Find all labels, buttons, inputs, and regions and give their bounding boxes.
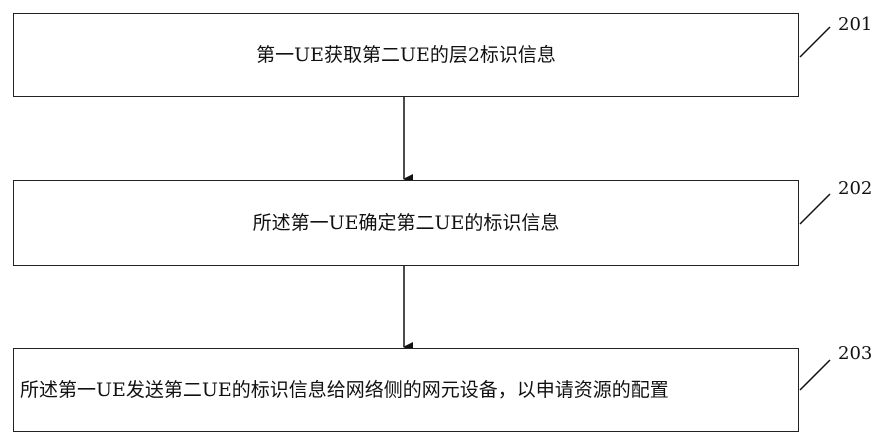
step-text-202: 所述第一UE确定第二UE的标识信息 <box>252 211 560 234</box>
step-box-203: 所述第一UE发送第二UE的标识信息给网络侧的网元设备，以申请资源的配置 <box>13 348 799 432</box>
step-text-203: 所述第一UE发送第二UE的标识信息给网络侧的网元设备，以申请资源的配置 <box>20 378 669 401</box>
leader-line-202 <box>799 193 831 225</box>
leader-line-203 <box>799 359 831 391</box>
leader-line-201 <box>799 26 831 58</box>
step-label-202: 202 <box>838 178 873 199</box>
step-text-201: 第一UE获取第二UE的层2标识信息 <box>256 43 556 66</box>
step-box-201: 第一UE获取第二UE的层2标识信息 <box>13 13 799 97</box>
step-label-201: 201 <box>838 14 873 35</box>
step-box-202: 所述第一UE确定第二UE的标识信息 <box>13 180 799 266</box>
step-label-203: 203 <box>838 343 873 364</box>
